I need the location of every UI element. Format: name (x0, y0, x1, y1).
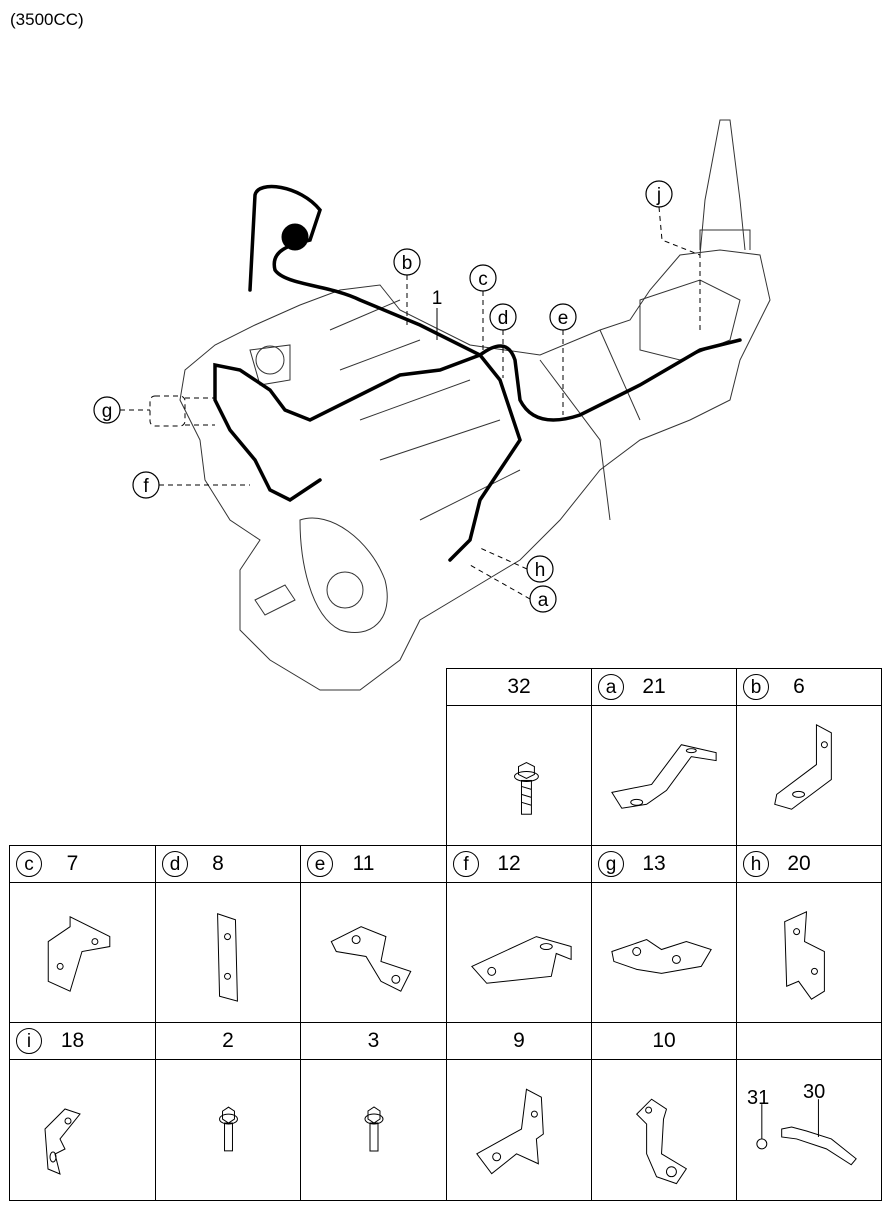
part-illustration (592, 705, 736, 845)
part-cell: f 12 (446, 845, 592, 1023)
part-header: 2 (156, 1023, 300, 1060)
part-illustration (447, 1059, 591, 1200)
part-header: h 20 (737, 846, 881, 883)
grommet (281, 223, 309, 251)
callout-f: f (143, 476, 149, 497)
callout-letter: b (743, 674, 769, 700)
part-number: 2 (222, 1029, 234, 1052)
part-number: 21 (642, 675, 666, 698)
part-header: f 12 (447, 846, 591, 883)
engine-harness-diagram: b c d e j g f h a 1 (93, 119, 771, 691)
part-header: 9 (447, 1023, 591, 1060)
part-illustration (301, 1059, 446, 1200)
part-cell: 3 (300, 1022, 447, 1201)
part-cell: 2 (155, 1022, 301, 1201)
part-header: e 11 (301, 846, 446, 883)
part-number: 20 (787, 852, 811, 875)
part-header: 10 (592, 1023, 736, 1060)
part-header: 32 (447, 669, 591, 706)
part-number: 3 (367, 1029, 380, 1052)
part-illustration (10, 1059, 155, 1200)
engine-variant-label: (3500CC) (10, 10, 84, 29)
part-cell: 31 30 (736, 1022, 882, 1201)
part-number: 10 (652, 1029, 676, 1052)
callout-letter: a (598, 674, 624, 700)
callout-letter: e (307, 851, 333, 877)
part-illustration (737, 705, 881, 845)
part-illustration (737, 882, 881, 1022)
part-header (737, 1023, 881, 1060)
part-illustration (301, 882, 446, 1022)
callout-b: b (402, 253, 413, 274)
callout-c: c (478, 269, 488, 290)
part-number: 13 (642, 852, 666, 875)
harness-part-number: 1 (432, 288, 443, 309)
part-number: 11 (352, 852, 375, 875)
part-illustration (447, 882, 591, 1022)
part-cell: a 21 (591, 668, 737, 846)
callout-letter: f (453, 851, 479, 877)
part-number: 6 (793, 675, 805, 698)
part-header: i 18 (10, 1023, 155, 1060)
callout-a: a (538, 590, 549, 611)
part-number: 12 (497, 852, 521, 875)
callout-letter: d (162, 851, 188, 877)
part-illustration (156, 882, 300, 1022)
callout-letter: i (16, 1028, 42, 1054)
part-illustration (447, 705, 591, 845)
callout-g: g (102, 401, 113, 422)
callouts (93, 180, 673, 613)
callout-letter: h (743, 851, 769, 877)
part-cell: g 13 (591, 845, 737, 1023)
part-cell: 9 (446, 1022, 592, 1201)
part-cell: 10 (591, 1022, 737, 1201)
callout-letter: g (598, 851, 624, 877)
part-number: 18 (60, 1029, 85, 1052)
callout-d: d (498, 308, 509, 329)
part-header: 3 (301, 1023, 446, 1060)
callout-j: j (656, 185, 661, 206)
engine-block-outline (179, 119, 771, 691)
part-cell: h 20 (736, 845, 882, 1023)
part-number: 7 (66, 852, 79, 875)
part-header: a 21 (592, 669, 736, 706)
callout-leaders (120, 206, 701, 600)
part-number: 8 (212, 852, 224, 875)
part-illustration (592, 1059, 736, 1200)
callout-h: h (535, 560, 546, 581)
part-number-31: 31 (747, 1087, 770, 1109)
part-illustration (737, 1059, 881, 1200)
part-cell: e 11 (300, 845, 447, 1023)
part-illustration (592, 882, 736, 1022)
callout-letter: c (16, 851, 42, 877)
part-number: 32 (507, 675, 531, 698)
part-illustration (10, 882, 155, 1022)
wire-harness (213, 184, 742, 562)
part-header: g 13 (592, 846, 736, 883)
part-number-30: 30 (803, 1081, 826, 1103)
callout-e: e (558, 308, 569, 329)
part-illustration (156, 1059, 300, 1200)
part-cell: 32 (446, 668, 592, 846)
part-number: 9 (513, 1029, 525, 1052)
part-cell: i 18 (9, 1022, 156, 1201)
